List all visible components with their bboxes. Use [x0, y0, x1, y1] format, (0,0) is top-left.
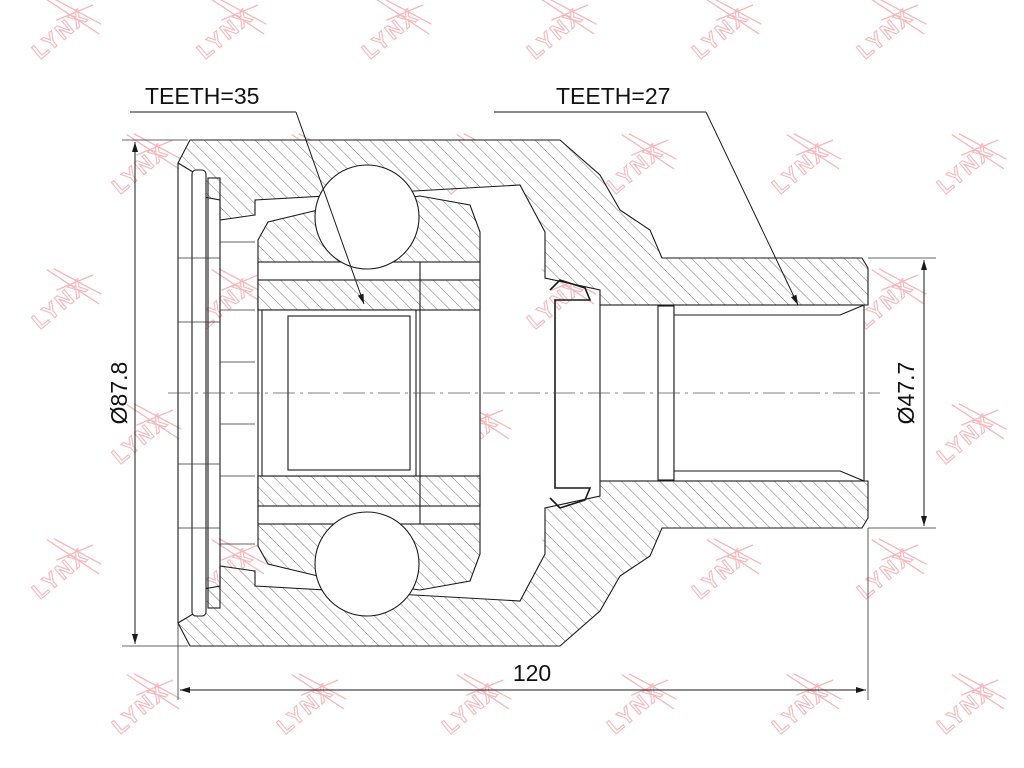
- svg-text:LYNX: LYNX: [932, 408, 998, 469]
- svg-text:LYNX: LYNX: [687, 3, 753, 64]
- lynx-watermark-mark: LYNX: [27, 268, 102, 334]
- svg-text:LYNX: LYNX: [852, 3, 918, 64]
- outer-diameter-dimension: Ø87.8: [106, 139, 188, 647]
- svg-text:LYNX: LYNX: [27, 273, 93, 334]
- lynx-watermark-mark: LYNX: [357, 0, 432, 64]
- lynx-watermark-mark: LYNX: [522, 0, 597, 64]
- svg-text:LYNX: LYNX: [357, 3, 423, 64]
- lynx-watermark-mark: LYNX: [27, 538, 102, 604]
- teeth-left-callout: TEETH=35: [130, 83, 365, 305]
- svg-text:LYNX: LYNX: [852, 543, 918, 604]
- svg-text:LYNX: LYNX: [522, 3, 588, 64]
- lynx-watermark-mark: LYNX: [767, 673, 842, 739]
- teeth-left-label: TEETH=35: [145, 83, 259, 109]
- lynx-watermark-mark: LYNX: [932, 673, 1007, 739]
- svg-text:LYNX: LYNX: [767, 678, 833, 739]
- shaft-diameter-dimension: Ø47.7: [868, 257, 936, 529]
- lynx-watermark-mark: LYNX: [852, 538, 927, 604]
- svg-text:LYNX: LYNX: [932, 678, 998, 739]
- lynx-watermark-mark: LYNX: [687, 0, 762, 64]
- shaft-diameter-label: Ø47.7: [893, 362, 919, 425]
- lynx-watermark-mark: LYNX: [932, 403, 1007, 469]
- svg-text:LYNX: LYNX: [687, 543, 753, 604]
- lynx-watermark-mark: LYNX: [852, 0, 927, 64]
- svg-text:LYNX: LYNX: [437, 678, 503, 739]
- teeth-right-label: TEETH=27: [556, 83, 670, 109]
- bore-grooves: [178, 241, 255, 545]
- lynx-watermark-mark: LYNX: [272, 673, 347, 739]
- outer-diameter-label: Ø87.8: [106, 362, 132, 425]
- retaining-clip: [549, 279, 592, 509]
- svg-text:LYNX: LYNX: [192, 3, 258, 64]
- svg-text:LYNX: LYNX: [107, 678, 173, 739]
- roller-lower: [314, 511, 420, 617]
- lynx-watermark-mark: LYNX: [107, 673, 182, 739]
- svg-text:LYNX: LYNX: [272, 678, 338, 739]
- lynx-watermark-mark: LYNX: [107, 133, 182, 199]
- roller-upper: [314, 164, 420, 270]
- svg-text:LYNX: LYNX: [767, 138, 833, 199]
- spline-bore-hatch-bottom: [257, 475, 481, 507]
- lynx-watermark-mark: LYNX: [437, 673, 512, 739]
- svg-text:LYNX: LYNX: [27, 543, 93, 604]
- svg-text:LYNX: LYNX: [602, 138, 668, 199]
- overall-length-label: 120: [513, 660, 551, 686]
- lynx-watermark-mark: LYNX: [767, 133, 842, 199]
- svg-text:LYNX: LYNX: [107, 138, 173, 199]
- svg-text:LYNX: LYNX: [602, 678, 668, 739]
- overall-length-dimension: 120: [177, 528, 869, 700]
- svg-text:LYNX: LYNX: [27, 3, 93, 64]
- lynx-watermark-mark: LYNX: [192, 0, 267, 64]
- lynx-watermark-mark: LYNX: [687, 538, 762, 604]
- cv-joint-section: [168, 139, 880, 647]
- spline-bore-hatch-top: [257, 279, 481, 311]
- svg-text:LYNX: LYNX: [932, 138, 998, 199]
- lynx-watermark-mark: LYNX: [932, 133, 1007, 199]
- teeth-right-callout: TEETH=27: [494, 83, 799, 306]
- lynx-watermark-mark: LYNX: [27, 0, 102, 64]
- lynx-watermark-mark: LYNX: [602, 673, 677, 739]
